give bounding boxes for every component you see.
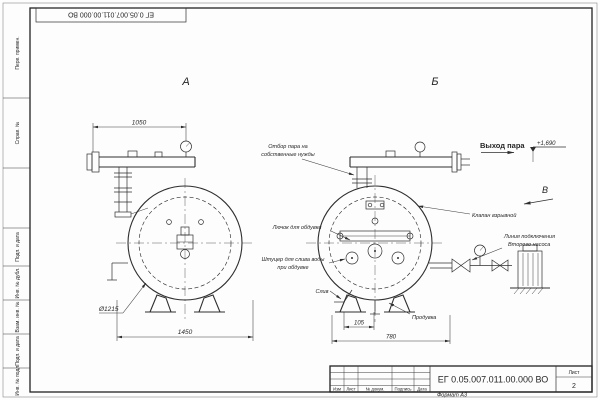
elevation-mark: +1,690 <box>530 141 566 162</box>
hatch-label: Лючок для обдувки <box>272 225 322 231</box>
steam-extraction-label-1: Отбор пара на <box>268 144 307 150</box>
margin-field-podp-data-1: Подп. и дата <box>15 232 21 262</box>
tb-col-dokum: № докум. <box>366 387 385 392</box>
feed-pump <box>510 244 550 295</box>
drain-pipe-a <box>107 262 128 281</box>
view-b-label: Б <box>431 76 438 88</box>
top-stamp-doc-number: ЕГ 0.05.007.011.00.000 ВО <box>67 11 153 18</box>
drain-label: Слив <box>315 289 328 295</box>
tb-col-podpis: Подпись <box>394 387 412 392</box>
steam-extraction-label-2: собственные нужды <box>261 152 314 158</box>
steam-outlet-label: Выход пара <box>480 141 525 150</box>
top-inverted-stamp: ЕГ 0.05.007.011.00.000 ВО <box>35 7 187 23</box>
sheet-value: 2 <box>572 383 576 390</box>
dim-width-top: 1050 <box>92 120 187 152</box>
gauge-glass-band <box>336 230 414 242</box>
view-b: Б Отбор пара на собственные нужды <box>261 76 555 344</box>
callout-blowdown: Продувка <box>388 302 436 321</box>
margin-field-inv-dubl: Инв. № дубл. <box>15 268 21 299</box>
title-block: ЕГ 0.05.007.011.00.000 ВО Лист 2 Изм Лис… <box>329 365 593 393</box>
bottom-nozzles-b <box>334 289 380 315</box>
dim-width-top-text: 1050 <box>132 120 147 127</box>
elevation-value: +1,690 <box>537 141 556 147</box>
steam-header-b <box>349 141 470 188</box>
dim-span-text: 780 <box>386 335 397 341</box>
callout-explosion-valve: Клапан взрывной <box>417 205 516 219</box>
margin-field-perv-primen: Перв. примен. <box>15 36 21 69</box>
view-direction-b-arrow: В <box>523 185 554 205</box>
tb-col-list: Лист <box>346 387 355 392</box>
pump-line-label-1: Линия подключения <box>503 234 555 240</box>
vessel-b <box>306 175 445 322</box>
steam-header-a <box>86 140 196 218</box>
tb-col-data: Дата <box>417 387 427 392</box>
drain-fitting-label-2: при обдувке <box>277 265 308 271</box>
support-legs-b <box>335 294 415 313</box>
pressure-gauge-b <box>414 141 426 157</box>
callout-steam-extraction: Отбор пара на собственные нужды <box>261 144 355 176</box>
sheet-label: Лист <box>569 370 581 376</box>
drain-fitting-label-1: Штуцер для слива воды <box>262 257 325 263</box>
callout-drain: Слив <box>315 289 342 300</box>
view-a-label: А <box>181 76 189 88</box>
top-flange-detail <box>365 200 385 225</box>
dim-width-bottom: 1450 <box>116 300 254 341</box>
blowdown-label: Продувка <box>412 315 436 321</box>
dim-diameter-text: Ø1215 <box>98 306 119 313</box>
downcomer-valve-stack-a <box>114 167 149 218</box>
title-doc-number: ЕГ 0.05.007.011.00.000 ВО <box>438 375 549 385</box>
dim-offset: 105 <box>343 312 375 330</box>
view-direction-label: В <box>542 185 548 195</box>
margin-field-podp-data-2: Подп. и дата <box>15 336 21 366</box>
vessel-a <box>107 178 254 322</box>
margin-field-inv-podl: Инв. № подл. <box>15 364 21 395</box>
pressure-gauge-a <box>180 140 192 157</box>
dim-width-bottom-text: 1450 <box>178 329 193 336</box>
callout-hatch: Лючок для обдувки <box>272 225 351 241</box>
margin-stamp-fields: Перв. примен. Справ. № Подп. и дата Инв.… <box>15 36 21 395</box>
view-a: А 1050 <box>86 76 254 341</box>
valve-1 <box>451 258 471 273</box>
tb-col-izm: Изм <box>333 387 341 392</box>
center-fitting-a <box>176 226 194 259</box>
margin-field-sprav: Справ. № <box>15 122 21 145</box>
feed-piping <box>429 244 550 295</box>
explosion-valve-label: Клапан взрывной <box>472 212 516 219</box>
dim-offset-text: 105 <box>354 321 365 327</box>
format-label: Формат А3 <box>437 393 468 399</box>
pressure-gauge-pump <box>474 244 486 266</box>
dim-diameter: Ø1215 <box>98 282 147 314</box>
support-legs-a <box>145 294 225 313</box>
margin-field-vzam-inv: Взам. инв. № <box>15 302 21 333</box>
valve-2 <box>491 259 509 272</box>
steam-outlet-annotation: Выход пара <box>480 141 525 155</box>
dim-span: 780 <box>331 315 451 344</box>
callout-drain-fitting: Штуцер для слива воды при обдувке <box>262 257 346 271</box>
